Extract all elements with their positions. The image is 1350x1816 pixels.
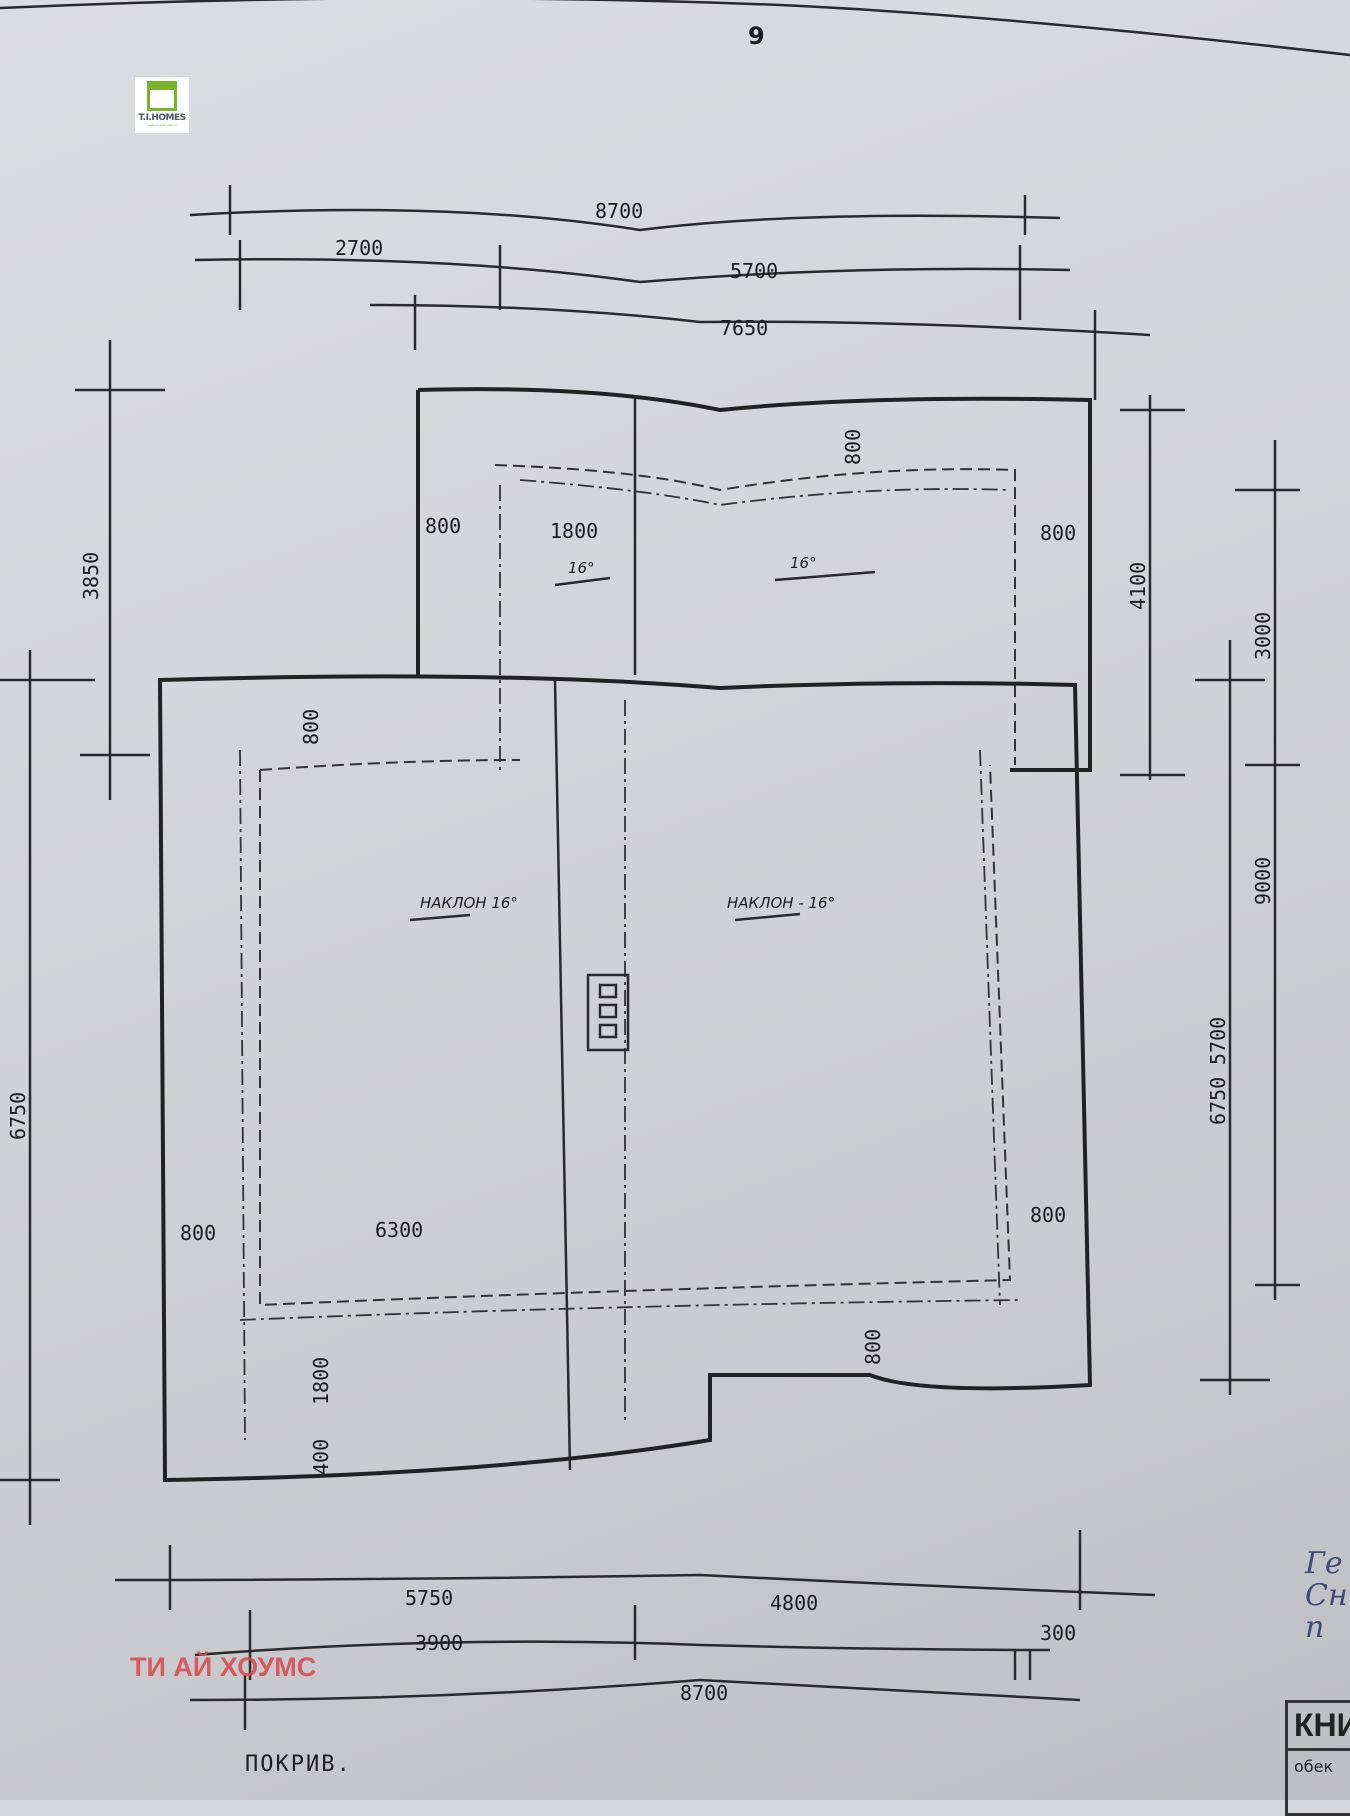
dim-text: 3850 bbox=[79, 552, 103, 600]
dim-line-right-9000 bbox=[1235, 440, 1300, 1300]
dim-text: 8700 bbox=[680, 1681, 728, 1705]
extension-lines-bottom bbox=[168, 1530, 1082, 1730]
dim-line-top-2700-5700 bbox=[194, 257, 1071, 284]
dim-text: 5700 bbox=[730, 259, 778, 283]
dim-text: 400 bbox=[309, 1439, 333, 1475]
dim-text: 2700 bbox=[335, 236, 383, 260]
main-axis-line bbox=[239, 700, 1021, 1441]
dim-line-right-4100 bbox=[1120, 395, 1185, 780]
handwritten-line: Ге bbox=[1305, 1546, 1343, 1581]
dim-line-right-6750 bbox=[1195, 640, 1270, 1395]
dim-line-bottom-5750-4800 bbox=[114, 1573, 1156, 1597]
dim-text: 5750 bbox=[405, 1586, 453, 1610]
dim-line-bottom-3900 bbox=[194, 1640, 1051, 1657]
dim-text: 7650 bbox=[720, 316, 768, 340]
dim-text: 6750 bbox=[1206, 1077, 1230, 1125]
dim-text: 9000 bbox=[1251, 857, 1275, 905]
main-roof-outline bbox=[157, 674, 1093, 1483]
logo-tagline: недвижими имоти bbox=[147, 123, 177, 127]
slope-label: 16° bbox=[568, 559, 595, 577]
title-block-header: КНИ bbox=[1288, 1703, 1350, 1751]
slope-arrow bbox=[734, 912, 801, 922]
chimney-flue bbox=[598, 983, 618, 999]
dim-text: 1800 bbox=[309, 1357, 333, 1405]
main-ridge-line bbox=[553, 679, 572, 1471]
slope-label: НАКЛОН 16° bbox=[420, 894, 518, 912]
house-logo-icon bbox=[147, 81, 177, 111]
dim-line-top-7650 bbox=[369, 303, 1151, 337]
dim-line-bottom-8700 bbox=[189, 1678, 1081, 1702]
dim-line-left-6750 bbox=[0, 650, 95, 1525]
dim-text: 6300 bbox=[375, 1218, 423, 1242]
chimney-flue bbox=[598, 1023, 618, 1039]
slope-arrow bbox=[409, 913, 471, 922]
dim-text: 800 bbox=[861, 1329, 885, 1365]
upper-wing-outline bbox=[416, 387, 1092, 772]
dim-text: 3000 bbox=[1251, 612, 1275, 660]
main-gutter-line bbox=[259, 759, 1012, 1307]
dim-text: 800 bbox=[425, 514, 461, 538]
title-block-row: обек bbox=[1294, 1757, 1334, 1776]
upper-axis-line bbox=[499, 479, 1011, 770]
dim-text: 4100 bbox=[1126, 562, 1150, 610]
watermark: ТИ АЙ ХОУМС bbox=[130, 1652, 317, 1682]
handwritten-line: Сн bbox=[1305, 1578, 1348, 1613]
logo-text: T.I.HOMES bbox=[138, 113, 186, 123]
extension-lines-top bbox=[228, 185, 1097, 400]
dim-line-left-3850 bbox=[75, 340, 165, 800]
slope-arrow bbox=[554, 576, 611, 587]
sheet-edge bbox=[0, 0, 1350, 57]
upper-gutter-line bbox=[494, 464, 1016, 765]
dim-text: 800 bbox=[1030, 1203, 1066, 1227]
dim-text: 6750 bbox=[6, 1092, 30, 1140]
dim-text: 3900 bbox=[415, 1631, 463, 1655]
slope-label: НАКЛОН - 16° bbox=[727, 894, 835, 912]
dim-text: 4800 bbox=[770, 1591, 818, 1615]
dim-line-top-8700 bbox=[189, 208, 1061, 232]
page-number: 9 bbox=[748, 22, 765, 50]
chimney bbox=[586, 973, 630, 1052]
slope-label: 16° bbox=[790, 554, 817, 572]
slope-arrow bbox=[774, 570, 876, 582]
plan-title: ПОКРИВ. bbox=[245, 1752, 352, 1777]
title-block: КНИ обек bbox=[1285, 1700, 1350, 1816]
dim-text: 800 bbox=[1040, 521, 1076, 545]
handwritten-line: п bbox=[1305, 1610, 1325, 1645]
brand-logo: T.I.HOMES недвижими имоти bbox=[135, 77, 189, 133]
dim-text: 1800 bbox=[550, 519, 598, 543]
dim-text: 8700 bbox=[595, 199, 643, 223]
dim-text: 5700 bbox=[1206, 1017, 1230, 1065]
dim-text: 300 bbox=[1040, 1621, 1076, 1645]
dim-text: 800 bbox=[841, 429, 865, 465]
dim-text: 800 bbox=[180, 1221, 216, 1245]
chimney-flue bbox=[598, 1003, 618, 1019]
dim-text: 800 bbox=[299, 709, 323, 745]
handwritten-note: Ге Сн п bbox=[1305, 1548, 1348, 1644]
